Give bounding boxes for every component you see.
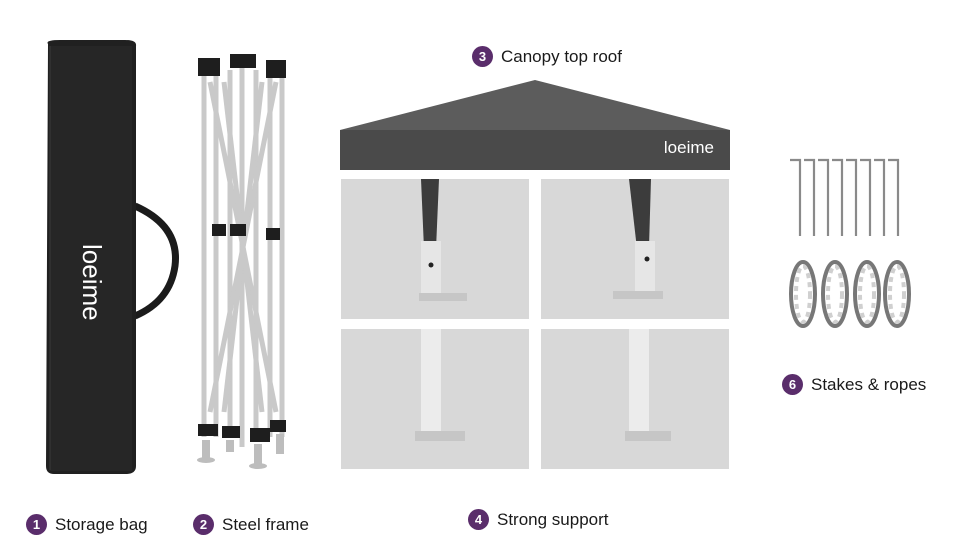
rope-icon — [789, 260, 911, 328]
storage-bag: loeime — [40, 36, 190, 476]
label-strong-support: 4 Strong support — [468, 509, 609, 530]
support-panel — [541, 179, 729, 319]
support-panel — [541, 329, 729, 469]
steel-frame-icon — [197, 54, 286, 469]
label-storage-bag: 1 Storage bag — [26, 514, 148, 535]
label-stakes-ropes: 6 Stakes & ropes — [782, 374, 926, 395]
label-text: Strong support — [497, 509, 609, 529]
number-badge: 4 — [468, 509, 489, 530]
support-leg-icon — [625, 329, 671, 441]
canopy-roof: loeime — [340, 80, 730, 172]
bag-logo: loeime — [77, 244, 107, 321]
stakes — [786, 156, 912, 238]
canopy-roof-icon — [340, 80, 730, 170]
label-text: Steel frame — [222, 514, 309, 534]
number-badge: 3 — [472, 46, 493, 67]
label-steel-frame: 2 Steel frame — [193, 514, 309, 535]
stake-icon — [790, 158, 900, 236]
support-leg-icon — [419, 179, 467, 301]
support-leg-icon — [613, 179, 663, 299]
canopy-logo: loeime — [663, 138, 714, 157]
support-leg-icon — [415, 329, 465, 441]
steel-frame — [190, 52, 295, 472]
support-panel — [341, 329, 529, 469]
label-text: Stakes & ropes — [811, 374, 927, 394]
ropes — [786, 258, 912, 330]
label-text: Canopy top roof — [501, 46, 622, 66]
number-badge: 6 — [782, 374, 803, 395]
support-panel — [341, 179, 529, 319]
label-text: Storage bag — [55, 514, 148, 534]
label-canopy-roof: 3 Canopy top roof — [472, 46, 622, 67]
number-badge: 2 — [193, 514, 214, 535]
storage-bag-icon — [46, 40, 179, 474]
number-badge: 1 — [26, 514, 47, 535]
